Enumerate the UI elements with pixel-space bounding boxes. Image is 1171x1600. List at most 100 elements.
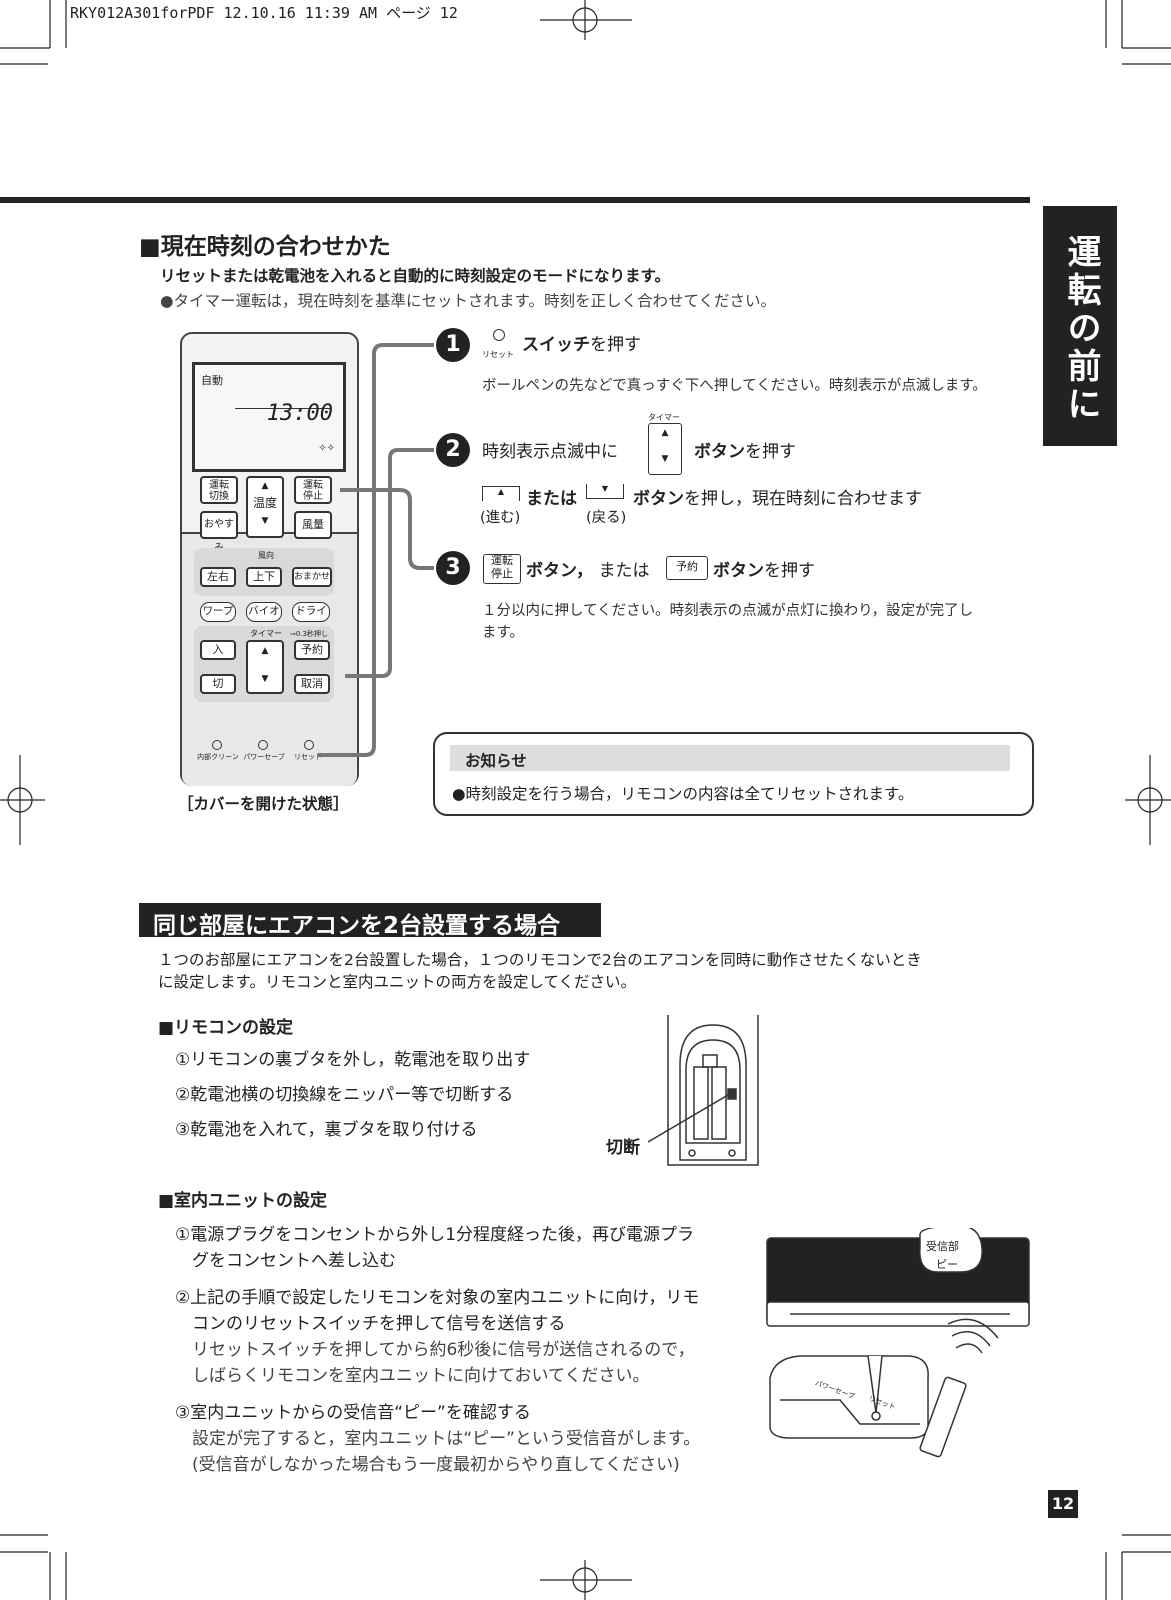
remote-setting-title: ■リモコンの設定 xyxy=(158,1018,294,1038)
display-time: 13:00 xyxy=(266,401,333,426)
remote-step-3: ③乾電池を入れて，裏ブタを取り付ける xyxy=(175,1120,478,1140)
side-tab: 運転の前に xyxy=(1043,206,1117,446)
notice-title: お知らせ xyxy=(465,752,527,770)
unit-step-1a: ①電源プラグをコンセントから外し1分程度経った後，再び電源プラ xyxy=(175,1225,695,1245)
warp-button[interactable]: ワープ xyxy=(200,602,236,622)
step-2-title-pre: 時刻表示点滅中に xyxy=(482,442,618,462)
unit-step-2c: リセットスイッチを押してから約6秒後に信号が送信されるので， xyxy=(175,1340,695,1360)
unit-step-2a: ②上記の手順で設定したリモコンを対象の室内ユニットに向け，リモ xyxy=(175,1288,700,1308)
lock-label: ⊸0.3秒押し xyxy=(290,630,328,638)
lr-button[interactable]: 左右 xyxy=(200,567,236,587)
step-3-number: 3 xyxy=(436,551,470,585)
unit-step-3b: 設定が完了すると，室内ユニットは“ピー”という受信音がします。 xyxy=(175,1429,701,1449)
step-2-sub-bold: ボタン xyxy=(633,489,684,509)
step-2-title-bold: ボタン xyxy=(694,442,745,462)
section-2-intro1: １つのお部屋にエアコンを2台設置した場合，１つのリモコンで2台のエアコンを同時に… xyxy=(158,951,922,969)
step-3-title-bold2: ボタン xyxy=(713,561,764,581)
dry-button[interactable]: ドライ xyxy=(292,602,330,622)
notice-text: ●時刻設定を行う場合，リモコンの内容は全てリセットされます。 xyxy=(452,785,914,803)
step-1-desc: ボールペンの先などで真っすぐ下へ押してください。時刻表示が点滅します。 xyxy=(482,378,987,394)
remote-illustration: 自動 13:00 ✧✧ 運転 切換 ▲ 温度 ▼ 運転 停止 おやすみ 風量 風… xyxy=(180,332,359,786)
step-1-reset-label: リセット xyxy=(482,350,514,359)
side-tab-label: 運転の前に xyxy=(1061,234,1101,424)
remote-step-1: ①リモコンの裏ブタを外し，乾電池を取り出す xyxy=(175,1050,531,1070)
step-3-title-or: または xyxy=(598,561,650,581)
remote-step-2: ②乾電池横の切換線をニッパー等で切断する xyxy=(175,1085,514,1105)
reset-switch-icon xyxy=(493,329,505,341)
step-1-title-rest: を押す xyxy=(590,335,641,355)
temp-up-icon: ▲ xyxy=(261,481,269,491)
display-rule xyxy=(235,408,331,409)
auto-button[interactable]: おまかせ xyxy=(292,567,332,587)
step-2-title-rest: を押す xyxy=(745,442,796,462)
bio-button[interactable]: バイオ xyxy=(246,602,282,622)
timer-updown-key-icon: ▲▼ xyxy=(648,423,682,475)
indoor-unit-illustration xyxy=(766,1228,1030,1458)
step-2-timer-label: タイマー xyxy=(648,413,680,422)
timer-on-button[interactable]: 入 xyxy=(200,640,236,660)
unit-step-1b: グをコンセントへ差し込む xyxy=(175,1251,396,1271)
step-2-number: 2 xyxy=(436,433,470,467)
unit-step-3a: ③室内ユニットからの受信音“ピー”を確認する xyxy=(175,1403,531,1423)
up-key-icon: ▲ xyxy=(482,486,520,501)
section-title-two-units: 同じ部屋にエアコンを2台設置する場合 xyxy=(139,903,601,939)
timer-label: タイマー xyxy=(250,629,282,638)
display-mode: 自動 xyxy=(201,374,223,387)
unit-step-2b: コンのリセットスイッチを押して信号を送信する xyxy=(175,1314,566,1334)
step-3-reserve-key: 予約 xyxy=(666,556,708,580)
section-2-intro2: に設定します。リモコンと室内ユニットの両方を設定してください。 xyxy=(158,973,637,991)
bubble-label-2: ピー xyxy=(936,1258,958,1271)
step-3-desc2: ます。 xyxy=(482,625,525,641)
timer-down-icon: ▼ xyxy=(261,674,269,684)
remote-display: 自動 13:00 ✧✧ xyxy=(192,362,346,472)
mode-button[interactable]: 運転 切換 xyxy=(200,476,238,504)
step-1-number: 1 xyxy=(436,328,470,362)
intro-bold: リセットまたは乾電池を入れると自動的に時刻設定のモードになります。 xyxy=(160,267,670,285)
clean-switch-icon[interactable] xyxy=(212,740,222,750)
step-2-sub-rest: を押し，現在時刻に合わせます xyxy=(684,489,922,509)
step-3-desc1: １分以内に押してください。時刻表示の点滅が点灯に換わり，設定が完了し xyxy=(482,603,974,619)
powersave-switch-icon[interactable] xyxy=(258,740,268,750)
timer-updown-button[interactable]: ▲ ▼ xyxy=(246,640,284,694)
wind-label: 風向 xyxy=(258,551,274,560)
step-2-sub-or: または xyxy=(526,489,577,509)
reset-switch-icon[interactable] xyxy=(304,740,314,750)
bubble-label-1: 受信部 xyxy=(926,1240,959,1253)
timer-off-button[interactable]: 切 xyxy=(200,674,236,694)
unit-step-2d: しばらくリモコンを室内ユニットに向けておいてください。 xyxy=(175,1366,650,1386)
step-3-runstop-key: 運転 停止 xyxy=(483,554,521,584)
step-1-title-bold: スイッチ xyxy=(522,335,590,355)
intro-note: ●タイマー運転は，現在時刻を基準にセットされます。時刻を正しく合わせてください。 xyxy=(160,292,777,310)
unit-step-3c: (受信音がしなかった場合もう一度最初からやり直してください) xyxy=(175,1455,680,1475)
step-3-title-rest: を押す xyxy=(764,561,815,581)
notice-title-bar xyxy=(450,745,1010,771)
temp-down-icon: ▼ xyxy=(261,516,269,526)
timer-up-icon: ▲ xyxy=(261,646,269,656)
print-header: RKY012A301forPDF 12.10.16 11:39 AM ページ 1… xyxy=(70,4,458,22)
powersave-label: パワーセーブ xyxy=(243,753,285,761)
page-number: 12 xyxy=(1048,1490,1078,1518)
run-stop-button[interactable]: 運転 停止 xyxy=(294,476,332,504)
step-2-fwd-label: (進む) xyxy=(480,510,521,526)
section-title-clock: ■現在時刻の合わせかた xyxy=(139,234,391,260)
reserve-button[interactable]: 予約 xyxy=(294,640,330,660)
notice-box xyxy=(433,732,1034,816)
remote-back-illustration xyxy=(647,1015,759,1166)
reset-label: リセット xyxy=(294,753,322,761)
sparkle-icon: ✧✧ xyxy=(318,443,335,454)
unit-setting-title: ■室内ユニットの設定 xyxy=(158,1191,328,1211)
temp-label: 温度 xyxy=(252,496,277,510)
ud-button[interactable]: 上下 xyxy=(246,567,282,587)
remote-caption: ［カバーを開けた状態］ xyxy=(178,795,349,813)
step-3-title-bold1: ボタン， xyxy=(526,561,594,581)
section-2-title: 同じ部屋にエアコンを2台設置する場合 xyxy=(153,913,561,939)
temp-button[interactable]: ▲ 温度 ▼ xyxy=(246,476,284,538)
cancel-button[interactable]: 取消 xyxy=(294,674,330,694)
top-rule xyxy=(0,197,1030,203)
down-key-icon: ▼ xyxy=(586,484,624,499)
cut-label: 切断 xyxy=(606,1138,640,1158)
fan-button[interactable]: 風量 xyxy=(294,511,332,539)
clean-label: 内部クリーン xyxy=(197,753,239,761)
